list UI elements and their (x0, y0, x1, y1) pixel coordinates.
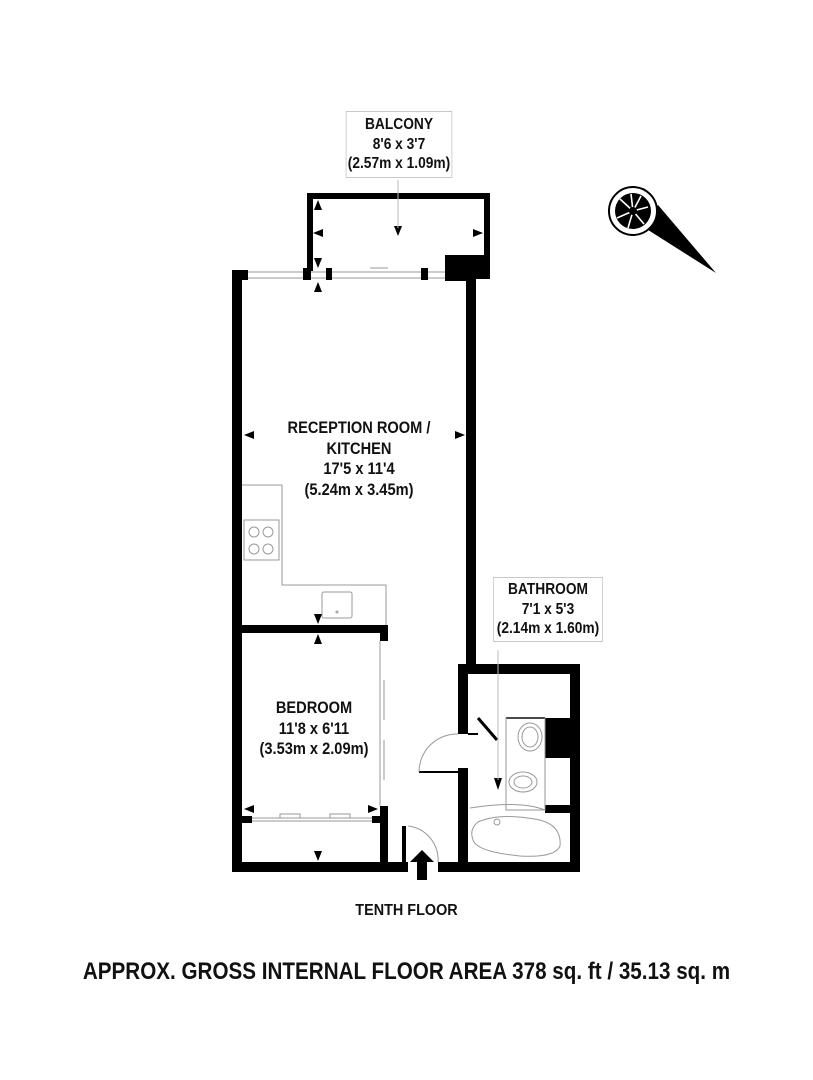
window-mullions (303, 268, 428, 280)
floor-label: TENTH FLOOR (355, 902, 458, 919)
bedroom-wardrobe (252, 641, 385, 822)
bathroom-label: BATHROOM 7'1 x 5'3 (2.14m x 1.60m) (492, 577, 604, 642)
bedroom-imperial: 11'8 x 6'11 (278, 718, 350, 738)
outer-walls (232, 270, 580, 872)
bathroom-interior (407, 717, 570, 863)
balcony-window (246, 267, 445, 279)
bedroom-name: BEDROOM (275, 698, 353, 717)
north-compass-icon (608, 186, 716, 273)
reception-name-line2: KITCHEN (326, 438, 392, 458)
floor-area-caption: APPROX. GROSS INTERNAL FLOOR AREA 378 sq… (82, 958, 731, 985)
balcony-metric: (2.57m x 1.09m) (347, 155, 451, 173)
dimension-arrows (244, 200, 502, 861)
balcony-name: BALCONY (364, 116, 434, 133)
bathroom-name: BATHROOM (507, 581, 589, 598)
bathroom-metric: (2.14m x 1.60m) (496, 620, 600, 638)
reception-imperial: 17'5 x 11'4 (323, 459, 395, 479)
leader-lines (397, 180, 499, 780)
reception-name-line1: RECEPTION ROOM / (287, 418, 431, 437)
entrance-arrow-icon (410, 850, 434, 880)
bedroom-label: BEDROOM 11'8 x 6'11 (3.53m x 2.09m) (250, 698, 377, 760)
bathroom-imperial: 7'1 x 5'3 (521, 600, 575, 618)
bedroom-metric: (3.53m x 2.09m) (259, 739, 369, 759)
reception-metric: (5.24m x 3.45m) (304, 480, 414, 500)
kitchen-counter (242, 484, 387, 625)
bedroom-walls (232, 625, 406, 870)
balcony-label: BALCONY 8'6 x 3'7 (2.57m x 1.09m) (345, 111, 453, 178)
reception-label: RECEPTION ROOM / KITCHEN 17'5 x 11'4 (5.… (277, 418, 440, 501)
balcony-imperial: 8'6 x 3'7 (372, 135, 426, 153)
